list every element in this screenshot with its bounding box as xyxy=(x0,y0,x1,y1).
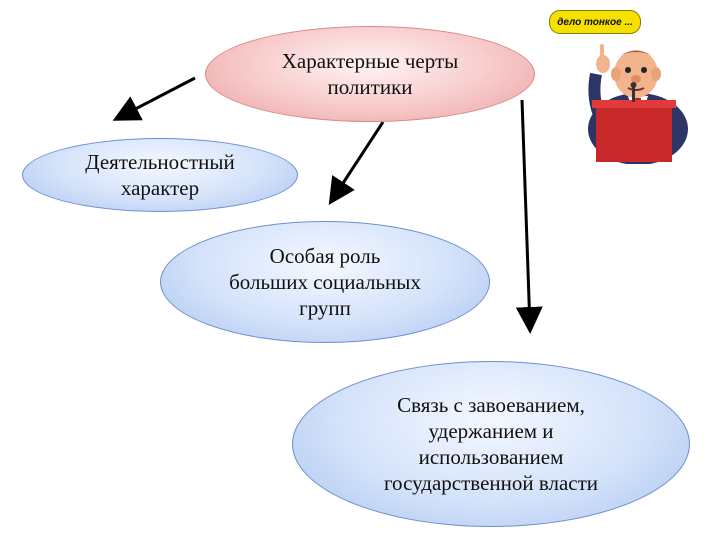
node-activity-character-label: Деятельностный характер xyxy=(85,150,235,200)
arrow-to-power xyxy=(515,99,543,334)
arrow-to-activity xyxy=(112,76,196,121)
node-social-groups-role: Особая роль больших социальных групп xyxy=(160,221,490,343)
node-political-traits: Характерные черты политики xyxy=(205,26,535,122)
node-state-power-label: Связь с завоеванием, удержанием и исполь… xyxy=(383,393,599,495)
speech-bubble-text: дело тонкое ... xyxy=(557,16,633,28)
node-political-traits-label: Характерные черты политики xyxy=(281,49,459,99)
node-social-groups-role-label: Особая роль больших социальных групп xyxy=(229,244,421,320)
speaker-illustration xyxy=(588,44,688,164)
arrow-to-groups xyxy=(328,121,385,206)
node-activity-character: Деятельностный характер xyxy=(22,138,298,212)
node-state-power: Связь с завоеванием, удержанием и исполь… xyxy=(292,361,690,527)
speech-bubble: дело тонкое ... xyxy=(549,10,641,34)
